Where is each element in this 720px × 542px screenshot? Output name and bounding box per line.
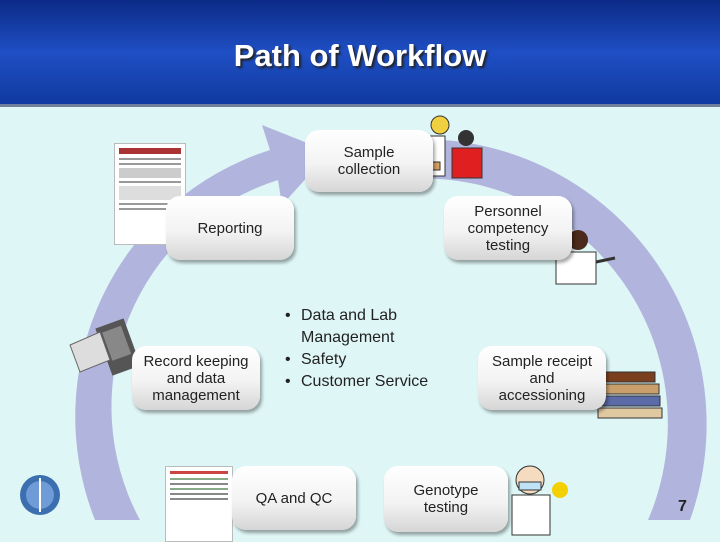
slide-title: Path of Workflow bbox=[233, 38, 487, 73]
books-icon bbox=[596, 371, 663, 419]
node-sample-receipt-accessioning: Sample receipt and accessioning bbox=[478, 346, 606, 410]
node-genotype-testing: Genotype testing bbox=[384, 466, 508, 532]
node-record-keeping: Record keeping and data management bbox=[132, 346, 260, 410]
node-qa-qc: QA and QC bbox=[232, 466, 356, 530]
scientist-icon bbox=[511, 465, 568, 536]
title-divider bbox=[0, 104, 720, 107]
center-list-item: Safety bbox=[283, 349, 483, 371]
center-list-item: Customer Service bbox=[283, 371, 483, 393]
page-number: 7 bbox=[678, 498, 687, 515]
who-logo-icon bbox=[20, 475, 60, 515]
node-reporting: Reporting bbox=[166, 196, 294, 260]
node-sample-collection: Sample collection bbox=[305, 130, 433, 192]
cycle-arrow-right-band bbox=[395, 139, 707, 520]
title-bar bbox=[0, 0, 720, 104]
center-list: Data and Lab Management Safety Customer … bbox=[283, 305, 483, 393]
center-list-item: Data and Lab Management bbox=[283, 305, 483, 349]
report-document-illustration bbox=[114, 143, 186, 245]
node-personnel-competency-testing: Personnel competency testing bbox=[444, 196, 572, 260]
computer-icon bbox=[69, 318, 141, 376]
